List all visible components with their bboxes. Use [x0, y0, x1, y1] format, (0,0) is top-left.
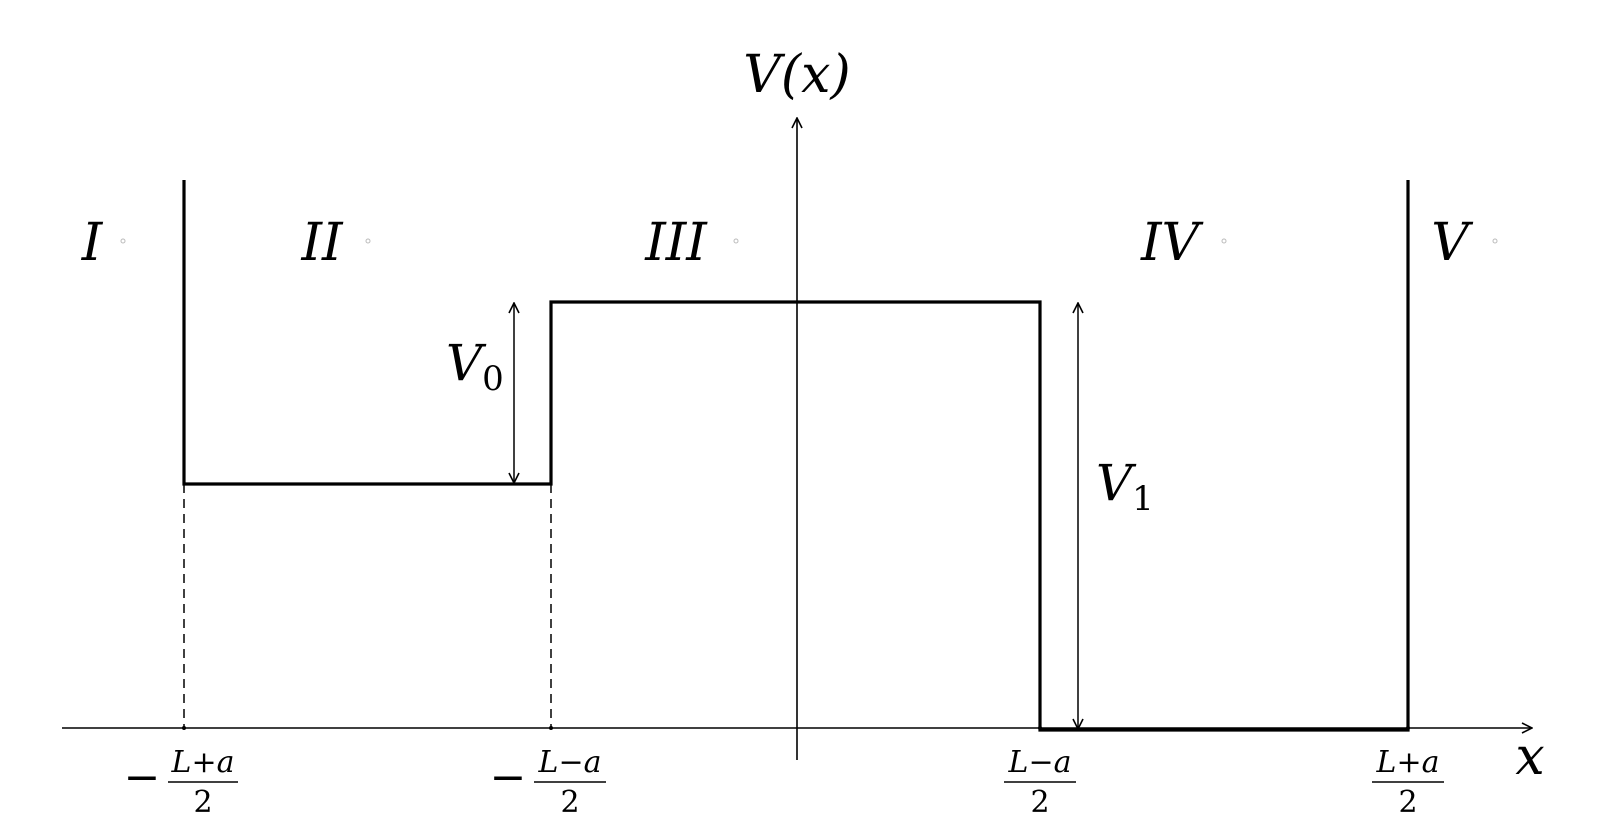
region-label-ii: II	[300, 213, 344, 273]
tick-mark	[1038, 726, 1042, 730]
region-marker-dot	[120, 238, 126, 244]
region-marker-dot	[365, 238, 371, 244]
y-axis-title: V(x)	[743, 45, 850, 105]
tick-denominator: 2	[560, 785, 579, 820]
v0-subscript: 0	[482, 359, 504, 399]
region-label-i: I	[81, 213, 104, 273]
tick-denominator: 2	[193, 785, 212, 820]
tick-numerator: L−a	[1008, 745, 1072, 780]
region-label-iv: IV	[1140, 213, 1204, 273]
x-axis-title: x	[1515, 727, 1544, 787]
tick-mark	[182, 726, 186, 730]
tick-numerator: L−a	[538, 745, 602, 780]
tick-mark	[549, 726, 553, 730]
tick-label-l-plus-a: L+a 2	[1372, 745, 1444, 820]
region-label-v: V	[1431, 213, 1473, 273]
tick-sign: −	[124, 752, 161, 803]
v1-symbol: V	[1096, 454, 1137, 512]
potential-curve	[182, 180, 1410, 732]
tick-label-neg-l-minus-a: − L−a 2	[490, 745, 606, 820]
tick-numerator: L+a	[1376, 745, 1440, 780]
region-marker-dot	[1221, 238, 1227, 244]
v1-label: V1	[1096, 454, 1154, 519]
region-marker-dot	[1492, 238, 1498, 244]
v1-subscript: 1	[1132, 479, 1154, 519]
tick-label-neg-l-plus-a: − L+a 2	[124, 745, 238, 820]
tick-numerator: L+a	[171, 745, 235, 780]
tick-sign: −	[490, 752, 527, 803]
region-marker-dot	[733, 238, 739, 244]
v0-label: V0	[446, 334, 504, 399]
tick-denominator: 2	[1030, 785, 1049, 820]
tick-label-l-minus-a: L−a 2	[1004, 745, 1076, 820]
v0-symbol: V	[446, 334, 487, 392]
tick-mark	[1406, 726, 1410, 730]
region-label-iii: III	[644, 213, 708, 273]
tick-denominator: 2	[1398, 785, 1417, 820]
